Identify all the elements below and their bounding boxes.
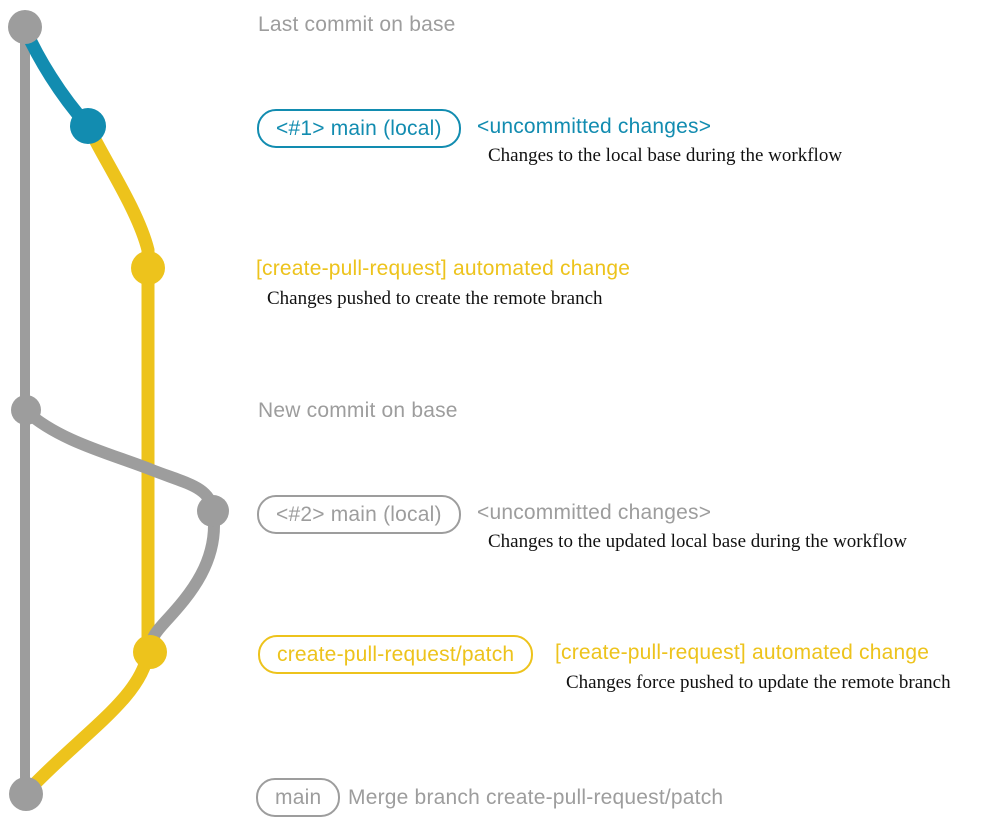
commit-node-local-main-2: [197, 495, 229, 527]
last-commit-label: Last commit on base: [258, 13, 456, 36]
commit-graph: [8, 10, 229, 811]
commit-message-uncommitted-1: <uncommitted changes>: [477, 115, 712, 138]
commit-description-3: Changes to the updated local base during…: [488, 531, 907, 552]
commit-node-local-main-1: [70, 108, 106, 144]
commit-node-patch-2: [133, 635, 167, 669]
base-to-local-main-2-line: [20, 405, 219, 517]
commit-message-automated-2: [create-pull-request] automated change: [555, 641, 930, 664]
branch-badge-main: main: [256, 778, 341, 817]
commit-node-merge: [9, 777, 43, 811]
local-main-2-to-patch-line: [144, 505, 220, 658]
new-commit-label: New commit on base: [258, 399, 458, 422]
commit-node-last-base: [8, 10, 42, 44]
branch-badge-patch: create-pull-request/patch: [258, 635, 534, 674]
commit-message-automated-1: [create-pull-request] automated change: [256, 257, 631, 280]
commit-message-merge: Merge branch create-pull-request/patch: [348, 786, 724, 809]
branch-badge-local-main-1: <#1> main (local): [257, 109, 461, 148]
commit-node-new-base: [11, 395, 41, 425]
commit-description-4: Changes force pushed to update the remot…: [566, 672, 951, 693]
branch-badge-local-main-2: <#2> main (local): [257, 495, 461, 534]
commit-node-patch-1: [131, 251, 165, 285]
commit-description-2: Changes pushed to create the remote bran…: [267, 288, 603, 309]
commit-message-uncommitted-2: <uncommitted changes>: [477, 501, 712, 524]
commit-description-1: Changes to the local base during the wor…: [488, 145, 843, 166]
